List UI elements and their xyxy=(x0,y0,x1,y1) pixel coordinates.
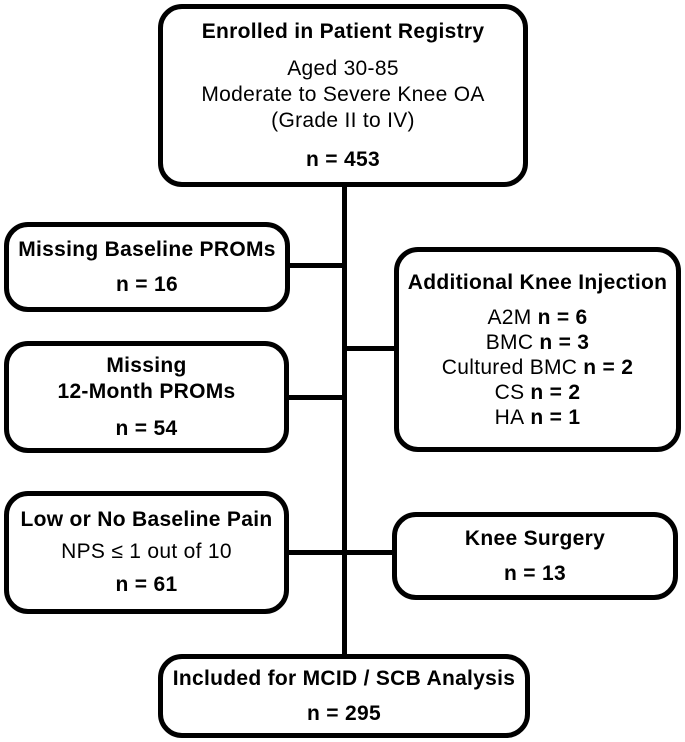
included-title: Included for MCID / SCB Analysis xyxy=(172,666,516,690)
included-n-value: n = 295 xyxy=(307,701,381,725)
missing-baseline-n-value: n = 16 xyxy=(116,272,178,296)
injection-item-n: n = 2 xyxy=(530,380,581,404)
missing-12mo-title-line2: 12-Month PROMs xyxy=(57,379,236,403)
injection-item-n: n = 3 xyxy=(539,330,590,354)
missing-baseline-title: Missing Baseline PROMs xyxy=(18,237,276,261)
knee-surgery-title: Knee Surgery xyxy=(464,526,606,550)
enrolled-line-severity: Moderate to Severe Knee OA xyxy=(201,82,485,106)
low-baseline-pain-box: Low or No Baseline Pain NPS ≤ 1 out of 1… xyxy=(4,491,289,614)
enrolled-title: Enrolled in Patient Registry xyxy=(201,19,485,43)
injection-item-label: A2M xyxy=(487,305,532,329)
connector-lowpain-surgery xyxy=(287,550,394,555)
additional-knee-injection-box: Additional Knee Injection A2M n = 6 BMC … xyxy=(394,247,681,452)
low-pain-title: Low or No Baseline Pain xyxy=(20,508,273,531)
enrolled-box: Enrolled in Patient Registry Aged 30-85 … xyxy=(158,4,528,187)
injection-item-label: Cultured BMC xyxy=(441,355,578,379)
missing-12month-proms-box: Missing 12-Month PROMs n = 54 xyxy=(4,341,289,453)
enrolled-line-age: Aged 30-85 xyxy=(287,56,399,80)
additional-injection-title: Additional Knee Injection xyxy=(407,270,668,294)
injection-item-n: n = 2 xyxy=(583,355,634,379)
knee-surgery-n-value: n = 13 xyxy=(504,561,566,585)
injection-item-ha: HA n = 1 xyxy=(495,405,581,430)
injection-item-cultured-bmc: Cultured BMC n = 2 xyxy=(442,355,633,380)
injection-item-label: BMC xyxy=(485,330,534,354)
injection-item-a2m: A2M n = 6 xyxy=(487,305,587,330)
included-analysis-box: Included for MCID / SCB Analysis n = 295 xyxy=(158,654,530,738)
injection-item-n: n = 6 xyxy=(537,305,588,329)
connector-missing-12month xyxy=(287,395,344,400)
enrolled-line-grade: (Grade II to IV) xyxy=(271,108,415,132)
low-pain-n-value: n = 61 xyxy=(115,573,178,596)
injection-item-n: n = 1 xyxy=(530,405,581,429)
missing-12mo-title-line1: Missing xyxy=(106,353,187,377)
injection-item-label: HA xyxy=(494,405,525,429)
missing-baseline-proms-box: Missing Baseline PROMs n = 16 xyxy=(4,222,290,312)
missing-12mo-n-value: n = 54 xyxy=(115,416,178,440)
connector-missing-baseline xyxy=(288,263,344,268)
injection-item-cs: CS n = 2 xyxy=(495,380,581,405)
connector-main-vertical xyxy=(342,185,347,656)
low-pain-nps-criterion: NPS ≤ 1 out of 10 xyxy=(61,540,232,563)
injection-item-bmc: BMC n = 3 xyxy=(486,330,590,355)
injection-item-label: CS xyxy=(494,380,525,404)
enrolled-n-value: n = 453 xyxy=(306,147,380,171)
knee-surgery-box: Knee Surgery n = 13 xyxy=(392,512,678,600)
connector-additional-injection xyxy=(345,346,396,351)
